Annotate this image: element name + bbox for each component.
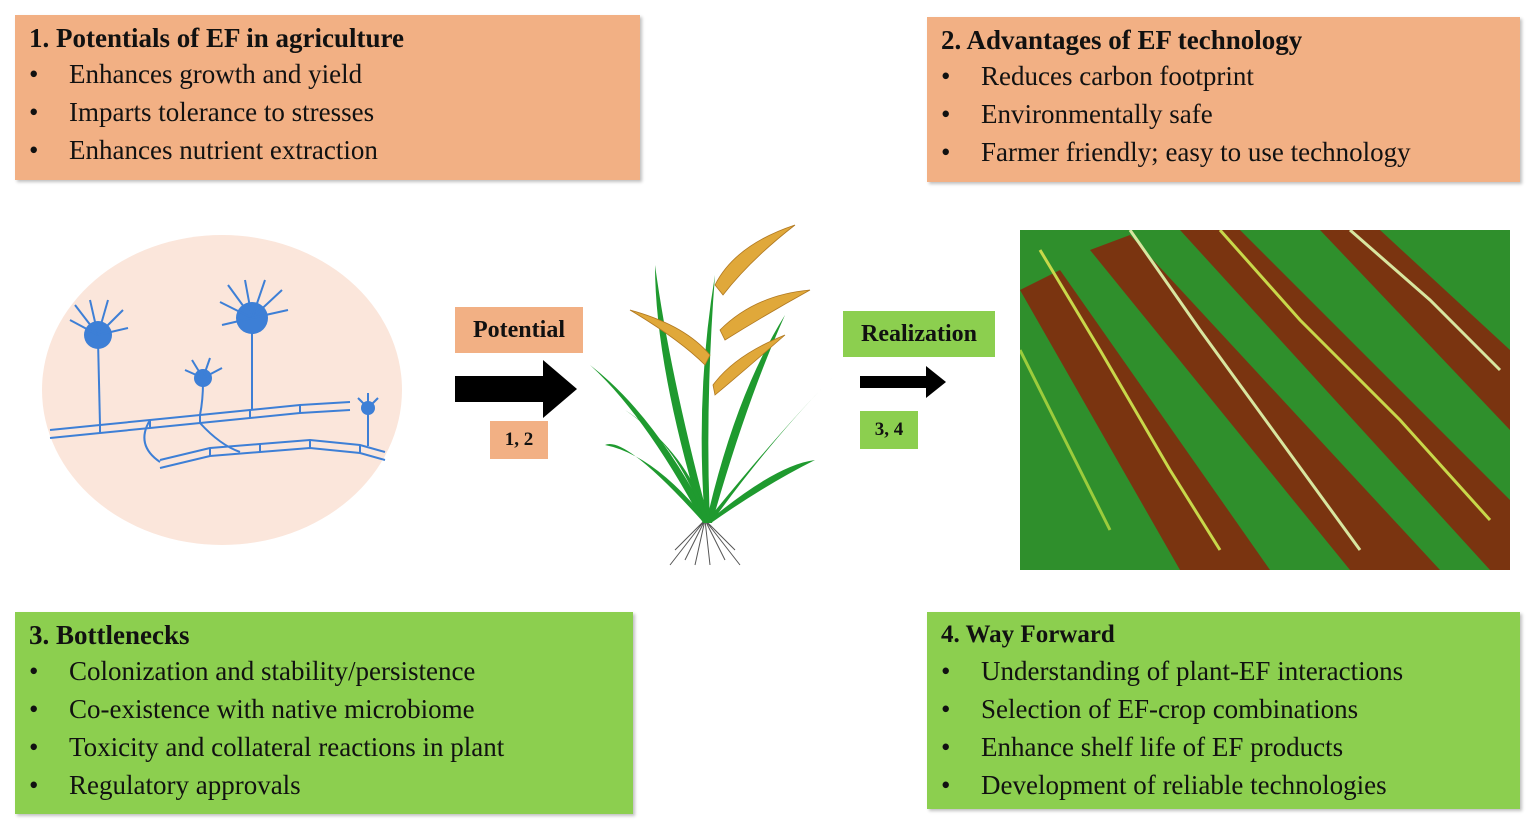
list-item: Understanding of plant-EF interactions [941,652,1506,690]
bottlenecks-box: 3. Bottlenecks Colonization and stabilit… [15,612,633,814]
advantages-list: Reduces carbon footprint Environmentally… [941,57,1506,171]
conidia-spores [69,279,379,409]
potentials-title: 1. Potentials of EF in agriculture [29,23,404,53]
list-item: Farmer friendly; easy to use technology [941,133,1506,171]
list-item: Reduces carbon footprint [941,57,1506,95]
way-forward-title: 4. Way Forward [941,621,1115,648]
potential-arrow-icon [455,360,577,418]
list-item: Development of reliable technologies [941,766,1506,804]
list-item: Enhances nutrient extraction [29,131,626,169]
fungal-hyphae [49,325,386,469]
list-item: Toxicity and collateral reactions in pla… [29,728,619,766]
rice-plant-illustration [590,224,835,566]
realization-label: Realization [843,311,995,357]
rice-field-illustration [1020,230,1510,570]
plant-roots [669,519,741,566]
potentials-list: Enhances growth and yield Imparts tolera… [29,55,626,169]
potential-ref-label: 1, 2 [490,421,548,459]
grain-panicles [629,224,811,396]
advantages-box: 2. Advantages of EF technology Reduces c… [927,17,1520,182]
bottlenecks-list: Colonization and stability/persistence C… [29,652,619,804]
fungus-illustration [42,235,402,545]
potentials-box: 1. Potentials of EF in agriculture Enhan… [15,15,640,180]
advantages-title: 2. Advantages of EF technology [941,25,1303,55]
realization-ref-label: 3, 4 [860,411,918,449]
crop-rows [1020,230,1502,551]
fungus-background-circle [42,235,402,545]
plant-leaves [590,265,835,523]
way-forward-box: 4. Way Forward Understanding of plant-EF… [927,612,1520,809]
list-item: Regulatory approvals [29,766,619,804]
realization-arrow-icon [860,366,946,398]
list-item: Imparts tolerance to stresses [29,93,626,131]
list-item: Enhances growth and yield [29,55,626,93]
list-item: Colonization and stability/persistence [29,652,619,690]
list-item: Co-existence with native microbiome [29,690,619,728]
list-item: Selection of EF-crop combinations [941,690,1506,728]
list-item: Enhance shelf life of EF products [941,728,1506,766]
bottlenecks-title: 3. Bottlenecks [29,620,190,650]
soil-rows [1020,230,1510,570]
way-forward-list: Understanding of plant-EF interactions S… [941,652,1506,804]
potential-label: Potential [455,307,583,353]
list-item: Environmentally safe [941,95,1506,133]
